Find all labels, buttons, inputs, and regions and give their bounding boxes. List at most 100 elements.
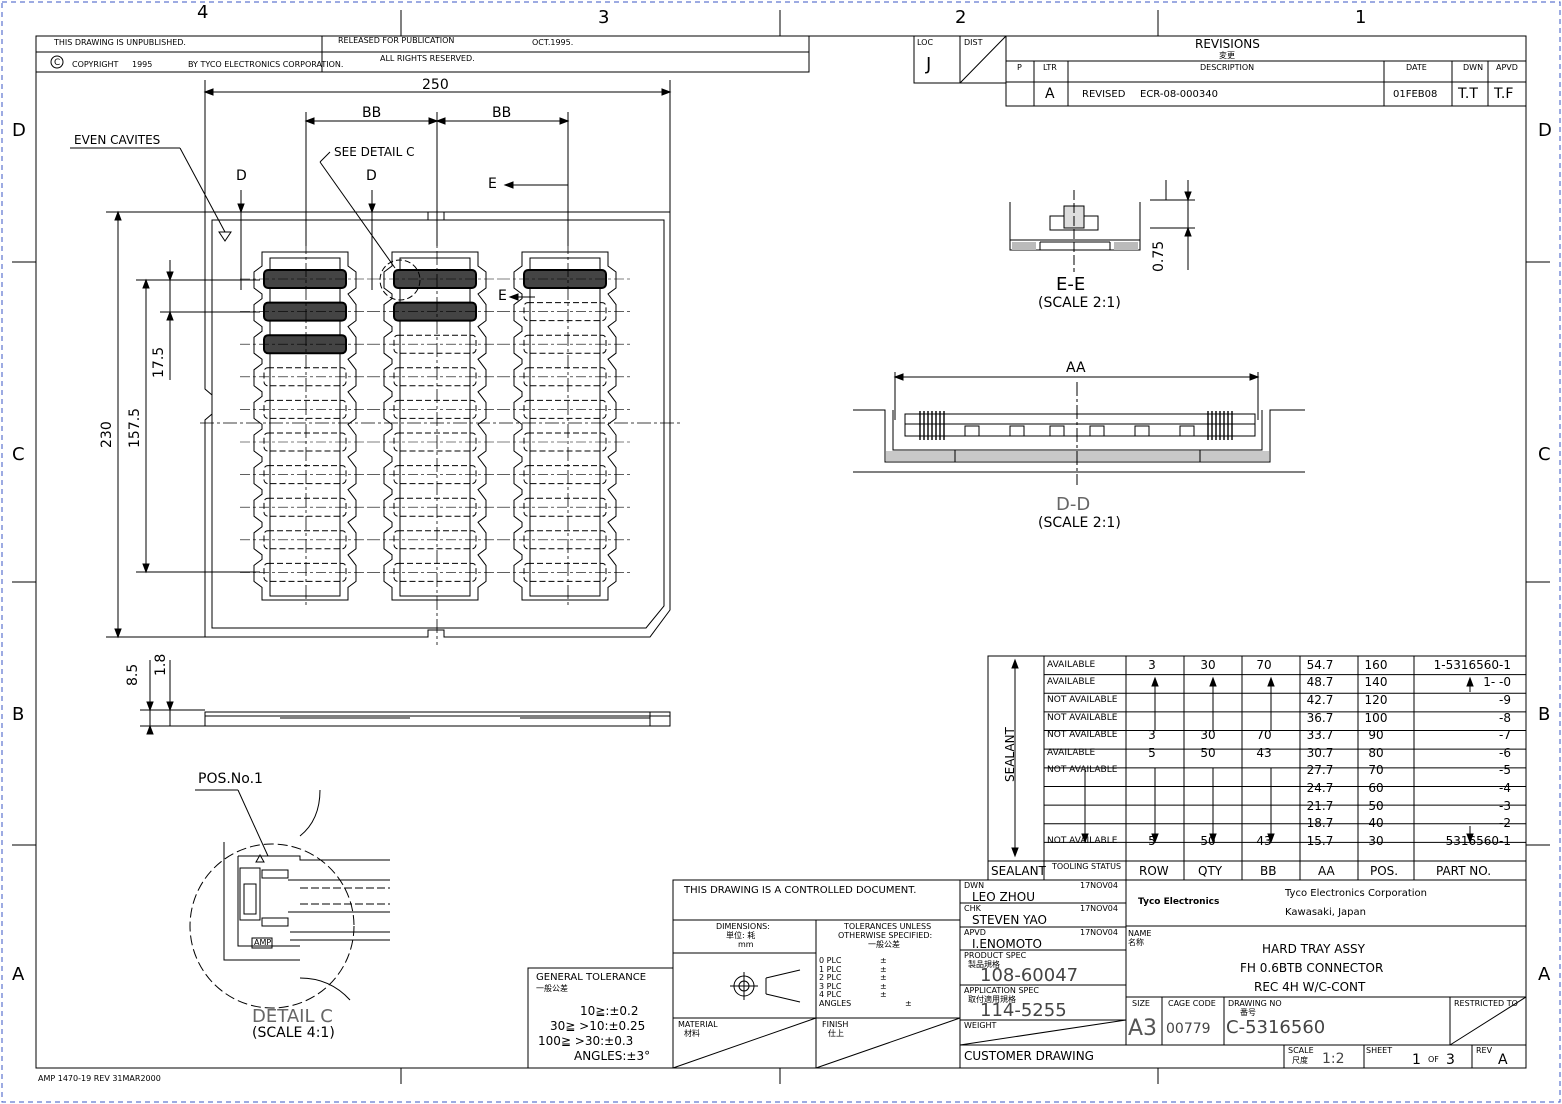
tray-side-view — [140, 660, 671, 735]
section-dd-title: D-D — [1056, 494, 1091, 515]
table-cell-status: NOT AVAILABLE — [1047, 730, 1118, 741]
rev-col-ltr: LTR — [1043, 63, 1057, 72]
dim-250: 250 — [422, 77, 449, 93]
zone-col-4: 4 — [197, 2, 209, 23]
company-name: Tyco Electronics Corporation — [1285, 888, 1428, 899]
prod-spec-value: 108-60047 — [980, 965, 1079, 986]
table-cell-qty — [1180, 674, 1236, 692]
part-name-1: HARD TRAY ASSY — [1262, 942, 1366, 956]
dim-230: 230 — [99, 421, 115, 448]
revisions-title: REVISIONS — [1195, 37, 1260, 51]
rev-col-dwn: DWN — [1463, 63, 1484, 72]
size-value: A3 — [1128, 1016, 1158, 1041]
chk-name: STEVEN YAO — [972, 913, 1047, 927]
table-cell-part: 5316560-1 — [1445, 833, 1511, 848]
table-cell-row — [1124, 779, 1180, 797]
general-tolerance-title: GENERAL TOLERANCE — [536, 972, 647, 983]
material-jp: 材料 — [684, 1029, 700, 1038]
table-cell-pos: 70 — [1368, 763, 1384, 778]
company-location: Kawasaki, Japan — [1285, 907, 1366, 918]
tol-row-label: 0 PLC — [819, 956, 842, 965]
revisions-box — [913, 35, 1527, 107]
even-cavities-label: EVEN CAVITES — [74, 133, 161, 147]
chk-date: 17NOV04 — [1080, 904, 1118, 913]
rev-desc: REVISED — [1082, 89, 1126, 100]
table-cell-status: AVAILABLE — [1047, 659, 1096, 670]
detail-c-view — [189, 789, 390, 1009]
table-cell-aa: 33.7 — [1306, 728, 1334, 743]
sheet-of: OF — [1428, 1055, 1439, 1064]
table-cell-part: -2 — [1499, 816, 1511, 831]
name-label: NAME — [1128, 929, 1152, 938]
table-cell-pos: 160 — [1364, 657, 1388, 672]
gen-tol-line1: 10≧:±0.2 — [580, 1004, 639, 1018]
table-cell-row — [1124, 709, 1180, 727]
table-cell-qty — [1180, 797, 1236, 815]
cavity-inner — [399, 257, 471, 597]
rev-col-desc: DESCRIPTION — [1200, 63, 1255, 72]
table-cell-aa: 24.7 — [1306, 780, 1334, 795]
rev-ecr: ECR-08-000340 — [1140, 89, 1218, 100]
pos-no-label: POS.No.1 — [198, 771, 263, 787]
tol-pm: ± — [880, 956, 887, 965]
table-cell-bb — [1236, 814, 1292, 832]
app-spec-jp: 取付適用規格 — [968, 995, 1016, 1004]
copyright-symbol: C — [54, 58, 61, 68]
amp-mark: AMP — [254, 938, 272, 947]
th-row: ROW — [1139, 864, 1169, 878]
section-e-marker-top: E — [488, 176, 497, 192]
part-name-2: FH 0.6BTB CONNECTOR — [1240, 961, 1384, 975]
table-cell-part: -4 — [1499, 780, 1511, 795]
table-cell-pos: 40 — [1368, 816, 1384, 831]
table-cell-status: AVAILABLE — [1047, 677, 1096, 688]
finish-label: FINISH — [822, 1020, 849, 1029]
dim-17-5: 17.5 — [151, 346, 167, 378]
pocket-feature — [1089, 425, 1105, 437]
table-cell-row — [1124, 797, 1180, 815]
table-cell-pos: 140 — [1364, 675, 1388, 690]
scale-jp: 尺度 — [1292, 1056, 1308, 1065]
rev-col-date: DATE — [1406, 63, 1427, 72]
table-cell-qty — [1180, 814, 1236, 832]
table-cell-part: 1- -0 — [1483, 675, 1511, 690]
unpublished-text: THIS DRAWING IS UNPUBLISHED. — [54, 38, 186, 47]
tol-pm: ± — [880, 990, 887, 999]
th-tooling-status: TOOLING STATUS — [1052, 862, 1122, 871]
tray-top-view — [70, 80, 680, 645]
tol-row-label: ANGLES — [819, 998, 852, 1008]
name-jp: 名称 — [1128, 938, 1144, 947]
rev-date: 01FEB08 — [1393, 89, 1438, 100]
prod-spec-jp: 製品規格 — [968, 960, 1000, 969]
table-cell-part: -9 — [1499, 692, 1511, 707]
dwn-label: DWN — [964, 881, 985, 890]
rev-value: A — [1498, 1052, 1508, 1068]
table-cell-aa: 15.7 — [1306, 833, 1334, 848]
rights-text: ALL RIGHTS RESERVED. — [380, 54, 475, 63]
table-cell-part: 1-5316560-1 — [1433, 657, 1511, 672]
table-cell-status — [1044, 814, 1124, 832]
table-cell-row: 5 — [1148, 833, 1156, 848]
table-cell-bb — [1236, 797, 1292, 815]
zone-row-a-left: A — [12, 964, 25, 985]
th-bb: BB — [1260, 864, 1277, 878]
table-cell-row: 5 — [1148, 745, 1156, 760]
dwg-label: DRAWING NO — [1228, 999, 1282, 1008]
table-cell-pos: 90 — [1368, 728, 1384, 743]
tol-title2: OTHERWISE SPECIFIED: — [838, 931, 933, 940]
section-ee-view — [1009, 180, 1195, 272]
loc-value: J — [926, 54, 932, 75]
copyright-year: 1995 — [132, 60, 153, 69]
prod-spec-label: PRODUCT SPEC — [964, 951, 1027, 960]
section-ee-scale: (SCALE 2:1) — [1038, 295, 1121, 311]
table-cell-part: -5 — [1499, 763, 1511, 778]
rev-label: REV — [1476, 1046, 1493, 1055]
table-cell-row: 3 — [1148, 728, 1156, 743]
